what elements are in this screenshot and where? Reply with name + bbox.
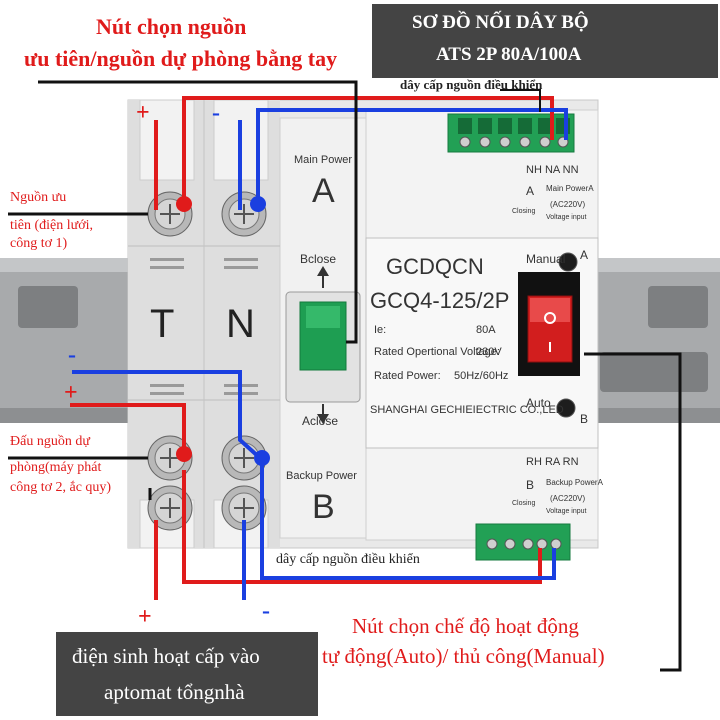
- bclose-label: Bclose: [300, 252, 337, 266]
- bottom-terminal-desc-2: (AC220V): [550, 494, 586, 503]
- manual-select-label-1: Nút chọn nguồn: [96, 14, 247, 39]
- polarity-top-minus: -: [212, 100, 220, 126]
- pole-t-letter: T: [150, 302, 175, 346]
- bottom-terminal-desc-3: Voltage input: [546, 508, 587, 515]
- maker-label: SHANGHAI GECHIEIECTRIC CO.,LED: [370, 404, 564, 416]
- terminal-screw: [221, 485, 267, 531]
- ie-value: 80A: [476, 324, 496, 336]
- top-terminal-desc-1: Main PowerA: [546, 184, 594, 193]
- output-box: điện sinh hoạt cấp vào aptomat tổngnhà: [56, 632, 318, 716]
- top-terminal-names: NH NA NN: [526, 164, 579, 176]
- polarity-mid-plus: +: [64, 380, 78, 406]
- pole-n-letter: N: [226, 302, 255, 346]
- indicator-b-letter: B: [580, 412, 589, 426]
- top-terminal-letter: A: [526, 184, 535, 198]
- indicator-a-letter: A: [580, 248, 589, 262]
- top-terminal-closing: Closing: [512, 208, 536, 215]
- manual-select-label-2: ưu tiên/nguồn dự phòng bằng tay: [24, 46, 338, 71]
- polarity-bottom-minus: -: [262, 598, 270, 624]
- ie-label: Ie:: [374, 324, 387, 336]
- rated-power-value: 50Hz/60Hz: [454, 370, 509, 382]
- bottom-terminal-closing: Closing: [512, 500, 536, 507]
- blue-terminal-dot: [254, 450, 270, 466]
- polarity-mid-minus: -: [68, 342, 76, 368]
- red-terminal-dot: [176, 196, 192, 212]
- backup-power-letter: B: [312, 488, 335, 526]
- red-wire-top: [182, 96, 554, 204]
- pointer-line: [8, 80, 682, 672]
- bottom-terminal-desc-1: Backup PowerA: [546, 478, 603, 487]
- bottom-terminal-names: RH RA RN: [526, 456, 579, 468]
- polarity-top-plus: +: [136, 100, 150, 126]
- main-power-label: Main Power: [294, 154, 353, 166]
- main-power-letter: A: [312, 172, 335, 210]
- rated-voltage-value: 230V: [476, 346, 502, 358]
- red-wire-backup: [70, 403, 542, 584]
- brand-label: GCDQCN: [386, 254, 484, 279]
- mode-select-label-2: tự động(Auto)/ thủ công(Manual): [322, 644, 605, 668]
- backup-source-label-1: Đấu nguồn dự: [10, 434, 90, 449]
- terminal-screw: [147, 485, 193, 531]
- rated-power-label: Rated Power:: [374, 370, 441, 382]
- backup-source-label-2: phòng(máy phát: [10, 460, 102, 475]
- blue-terminal-dot: [250, 196, 266, 212]
- indicator-b-led: [556, 398, 576, 418]
- model-label: GCQ4-125/2P: [370, 288, 510, 313]
- rated-voltage-label: Rated Opertional Voltage:: [374, 346, 500, 358]
- bottom-terminal-letter: B: [526, 478, 535, 492]
- backup-source-label-3: công tơ 2, ắc quy): [10, 480, 112, 495]
- output-label-2: aptomat tổngnhà: [104, 680, 245, 704]
- manual-label: Manual: [526, 252, 566, 266]
- title-line-1: SƠ ĐỒ NỐI DÂY BỘ: [412, 12, 589, 33]
- top-terminal-desc-3: Voltage input: [546, 214, 587, 221]
- backup-power-label: Backup Power: [286, 470, 357, 482]
- auto-label: Auto: [526, 396, 551, 410]
- priority-source-label-2: tiên (điện lưới,: [10, 218, 94, 233]
- priority-source-label-1: Nguồn ưu: [10, 190, 67, 205]
- pointer-line: [500, 89, 541, 112]
- polarity-bottom-plus: +: [138, 604, 152, 630]
- output-label-1: điện sinh hoạt cấp vào: [72, 644, 260, 668]
- mode-select-label-1: Nút chọn chế độ hoạt động: [352, 614, 579, 638]
- priority-source-label-3: công tơ 1): [10, 236, 68, 251]
- control-power-label-top: dây cấp nguồn điều khiển: [400, 77, 543, 92]
- control-power-label-bottom: dây cấp nguồn điều khiển: [276, 552, 420, 567]
- title-line-2: ATS 2P 80A/100A: [436, 44, 582, 65]
- top-terminal-desc-2: (AC220V): [550, 200, 586, 209]
- indicator-a-led: [558, 252, 578, 272]
- red-terminal-dot: [176, 446, 192, 462]
- aclose-label: Aclose: [302, 414, 339, 428]
- blue-wire-top: [238, 108, 568, 210]
- title-box: SƠ ĐỒ NỐI DÂY BỘ ATS 2P 80A/100A: [372, 4, 718, 78]
- blue-wire-backup: [72, 370, 556, 580]
